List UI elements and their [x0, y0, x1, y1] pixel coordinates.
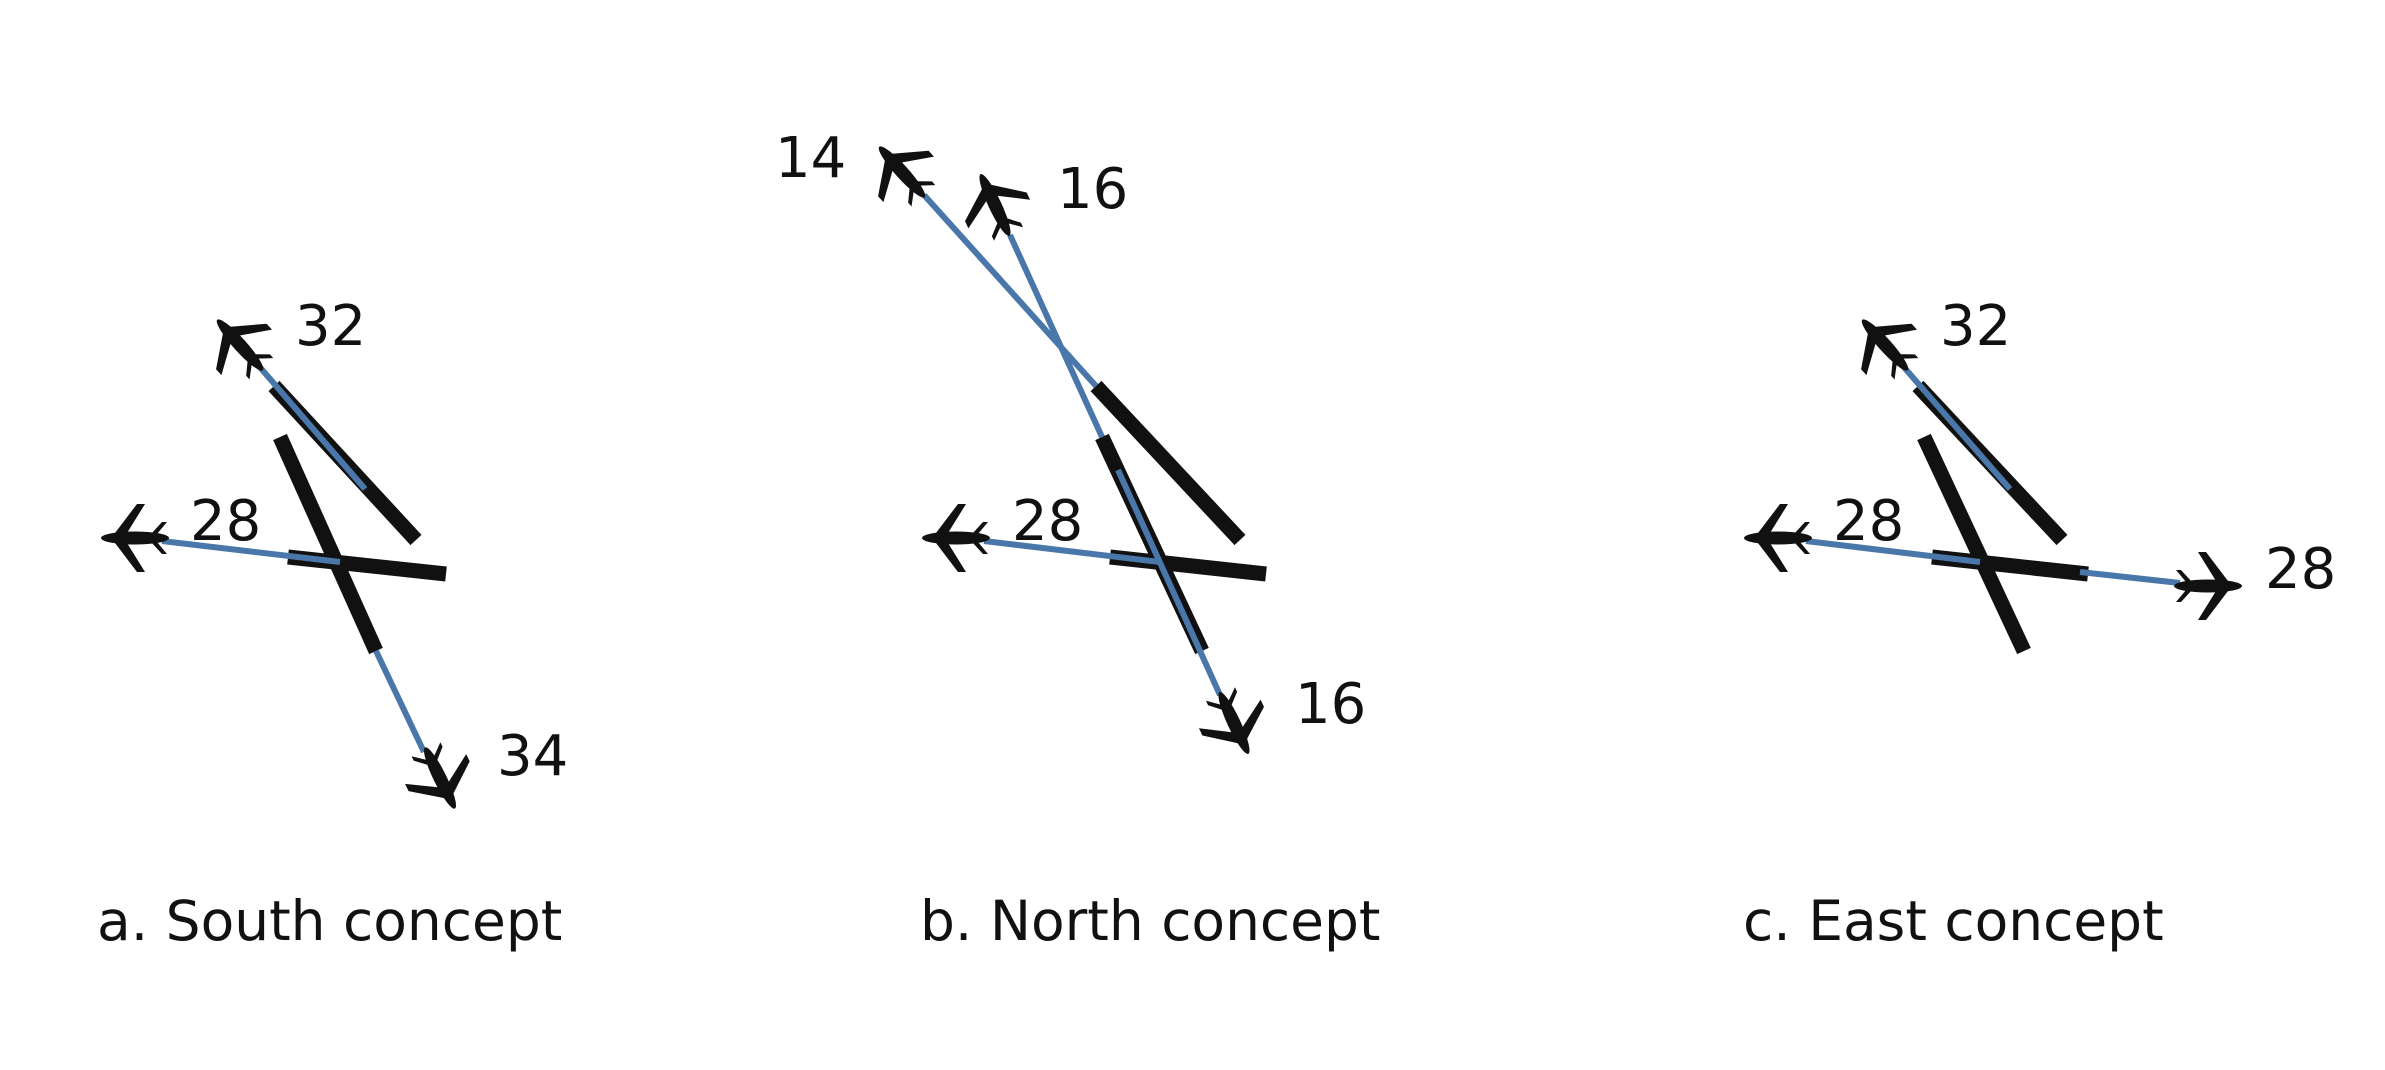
- route-28-west: 28: [1744, 489, 1981, 572]
- panel-north-concept: 14 16 28 16 b. North concept: [775, 123, 1381, 953]
- route-line: [2079, 569, 2181, 586]
- route-line: [1115, 468, 1223, 697]
- runway-number-label: 16: [1057, 157, 1128, 222]
- route-line: [1007, 233, 1105, 439]
- runway-number-label: 32: [1940, 294, 2011, 359]
- route-line: [1805, 538, 1981, 565]
- route-16: 16: [1115, 468, 1366, 769]
- airplane-icon: [922, 504, 990, 572]
- panel-east-concept: 32 28 28 c. East concept: [1743, 294, 2336, 953]
- runway-number-label: 32: [295, 294, 366, 359]
- route-line: [161, 538, 341, 565]
- airplane-icon: [2174, 552, 2242, 620]
- airplane-icon: [101, 504, 169, 572]
- runway-nw-se: [1090, 380, 1246, 546]
- route-28: 28: [101, 489, 341, 572]
- runway-number-label: 34: [497, 724, 568, 789]
- runway-number-label: 16: [1295, 672, 1366, 737]
- route-line: [1899, 363, 2013, 491]
- airplane-icon: [1188, 677, 1280, 769]
- runway-number-label: 28: [190, 489, 261, 554]
- route-32: 32: [191, 294, 368, 491]
- route-16: 16: [949, 157, 1128, 439]
- route-line: [255, 363, 368, 491]
- runway-group: [1912, 380, 2089, 655]
- runway-number-label: 28: [1833, 489, 1904, 554]
- runway-nnw-sse: [273, 433, 383, 655]
- route-14: 14: [775, 123, 1099, 389]
- runway-nnw-sse: [1917, 433, 2031, 655]
- route-28: 28: [922, 489, 1161, 572]
- route-32: 32: [1836, 294, 2013, 491]
- airplane-icon: [394, 732, 486, 824]
- runway-number-label: 28: [2265, 537, 2336, 602]
- route-line: [983, 538, 1161, 565]
- airplane-icon: [1744, 504, 1812, 572]
- panel-south-concept: 32 28 34 a. South concept: [97, 294, 568, 953]
- route-line: [373, 649, 427, 754]
- route-34: 34: [373, 649, 568, 824]
- runway-number-label: 28: [1012, 489, 1083, 554]
- panel-caption: a. South concept: [97, 889, 562, 953]
- runway-number-label: 14: [775, 126, 846, 191]
- panel-caption: c. East concept: [1743, 889, 2164, 953]
- panel-caption: b. North concept: [920, 889, 1381, 953]
- airplane-icon: [1836, 296, 1934, 394]
- route-28-east: 28: [2079, 537, 2336, 620]
- runway-group: [268, 380, 447, 655]
